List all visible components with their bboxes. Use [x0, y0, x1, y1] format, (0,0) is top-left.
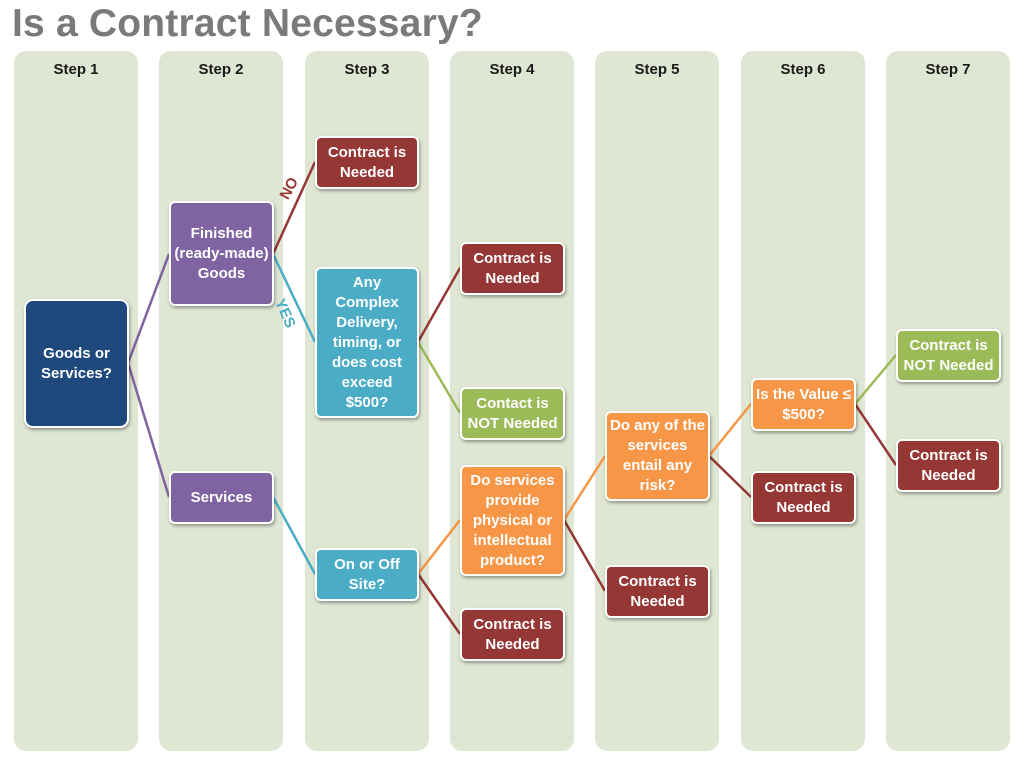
step-column-7: Step 7	[886, 51, 1010, 751]
connector	[562, 455, 607, 521]
step-header: Step 3	[344, 61, 390, 78]
node-services-product: Do services provide physical or intellec…	[460, 465, 565, 576]
connector	[853, 403, 898, 466]
step-column-5: Step 5	[595, 51, 719, 751]
connector	[126, 362, 171, 498]
node-contact-not-needed: Contact is NOT Needed	[460, 387, 565, 440]
connector	[271, 496, 317, 575]
node-complex-delivery: Any Complex Delivery, timing, or does co…	[315, 267, 419, 418]
connector	[708, 403, 752, 457]
step-header: Step 2	[198, 61, 244, 78]
step-header: Step 5	[634, 61, 680, 78]
step-header: Step 1	[53, 61, 99, 78]
connector	[562, 519, 607, 592]
node-on-off-site: On or Off Site?	[315, 548, 419, 601]
node-contract-needed: Contract is Needed	[315, 136, 419, 189]
node-contract-needed: Contract is Needed	[605, 565, 710, 618]
connector	[416, 267, 462, 343]
connector	[854, 354, 897, 405]
connector	[271, 253, 317, 343]
step-column-2: Step 2	[159, 51, 283, 751]
node-contract-not-needed: Contract is NOT Needed	[896, 329, 1001, 382]
page-title: Is a Contract Necessary?	[12, 2, 483, 45]
node-finished-goods: Finished (ready-made) Goods	[169, 201, 274, 306]
step-header: Step 7	[925, 61, 971, 78]
connector	[126, 253, 171, 364]
step-header: Step 6	[780, 61, 826, 78]
node-services-risk: Do any of the services entail any risk?	[605, 411, 710, 501]
node-contract-needed: Contract is Needed	[460, 242, 565, 295]
connector	[708, 455, 752, 498]
node-value-500: Is the Value ≤ $500?	[751, 378, 856, 431]
step-header: Step 4	[489, 61, 535, 78]
node-contract-needed: Contract is Needed	[460, 608, 565, 661]
node-services: Services	[169, 471, 274, 524]
node-contract-needed: Contract is Needed	[751, 471, 856, 524]
node-goods-or-services: Goods or Services?	[24, 299, 129, 428]
node-contract-needed: Contract is Needed	[896, 439, 1001, 492]
connector	[417, 519, 461, 575]
connector	[271, 161, 317, 255]
connector	[416, 573, 462, 635]
connector	[416, 341, 462, 414]
